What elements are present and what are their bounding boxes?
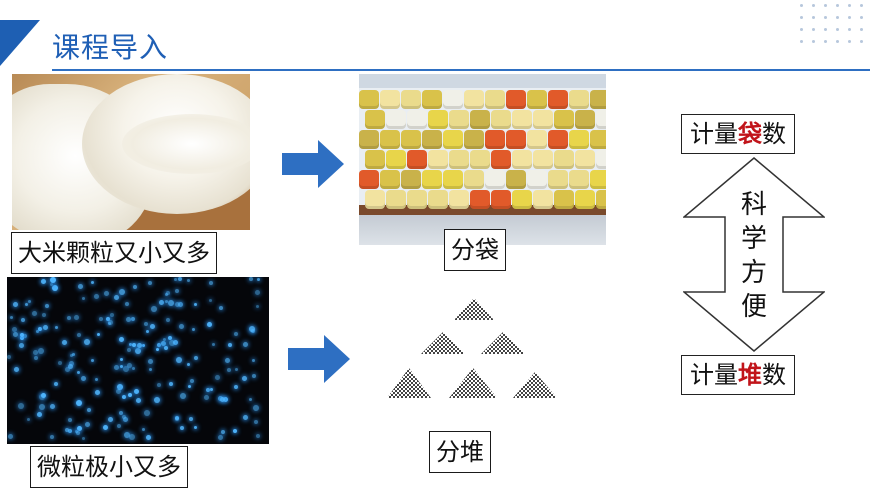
glowing-particles-image <box>7 277 269 444</box>
count-bags-box: 计量袋数 <box>681 114 795 154</box>
piles-diagram <box>387 298 557 398</box>
page-title: 课程导入 <box>52 31 169 64</box>
pile-shape <box>513 372 557 398</box>
pile-shape <box>454 298 494 320</box>
pile-shape <box>421 332 465 354</box>
decorative-dot-grid <box>800 0 870 50</box>
header-divider <box>52 69 870 71</box>
piles-label: 分堆 <box>429 431 491 473</box>
rice-label: 大米颗粒又小又多 <box>11 232 217 274</box>
pile-shape <box>387 368 431 398</box>
pile-shape <box>449 368 497 398</box>
count-piles-box: 计量堆数 <box>681 355 795 395</box>
rice-bags-shelf-image <box>359 74 606 245</box>
scientific-convenient-text: 科 学 方 便 <box>740 190 767 322</box>
rice-grains-image <box>12 74 250 230</box>
header-accent-shape <box>0 20 40 66</box>
double-arrow-icon <box>683 157 825 352</box>
particles-label: 微粒极小又多 <box>30 446 188 488</box>
right-arrow-icon <box>288 335 350 383</box>
bags-label: 分袋 <box>444 229 506 271</box>
pile-shape <box>481 332 525 354</box>
right-arrow-icon <box>282 140 344 188</box>
